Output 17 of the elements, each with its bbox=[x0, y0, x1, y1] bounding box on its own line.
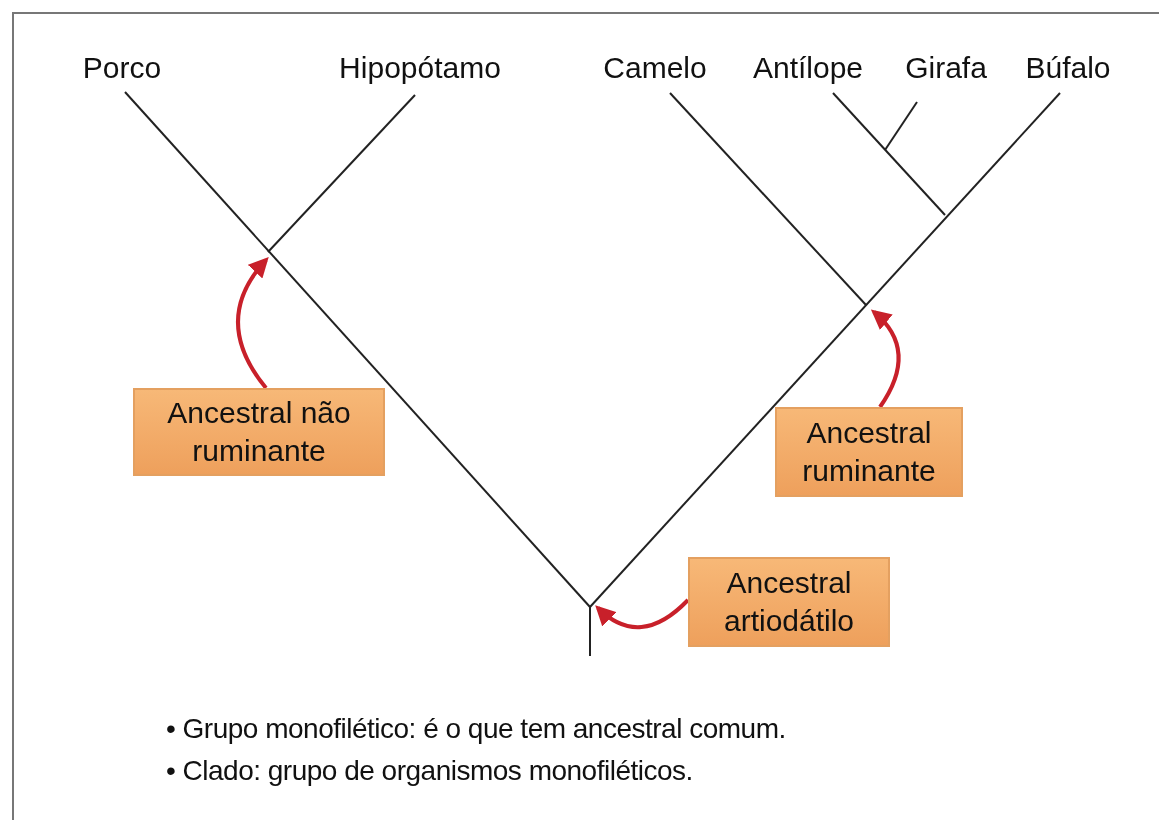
note-text: • Clado: grupo de organismos monofiléticos. bbox=[166, 754, 694, 788]
note-text: • Grupo monofilético: é o que tem ancestral comum. bbox=[166, 712, 786, 746]
ancestor-box bbox=[688, 557, 890, 647]
curved-arrow bbox=[236, 256, 269, 390]
taxon-label: Antílope bbox=[752, 50, 864, 86]
ancestor-box bbox=[133, 388, 385, 476]
taxon-label: Hipopótamo bbox=[339, 50, 501, 86]
taxon-label: Girafa bbox=[905, 50, 987, 86]
ancestor-label: Ancestral não ruminante bbox=[166, 395, 352, 469]
taxon-label: Porco bbox=[82, 50, 162, 86]
ancestor-label: Ancestral ruminante bbox=[801, 415, 937, 489]
taxon-label: Camelo bbox=[603, 50, 707, 86]
taxon-label: Búfalo bbox=[1025, 50, 1111, 86]
curved-arrow bbox=[871, 309, 901, 409]
curved-arrow bbox=[595, 598, 690, 630]
ancestor-box bbox=[775, 407, 963, 497]
ancestor-label: Ancestral artiodátilo bbox=[722, 565, 856, 639]
